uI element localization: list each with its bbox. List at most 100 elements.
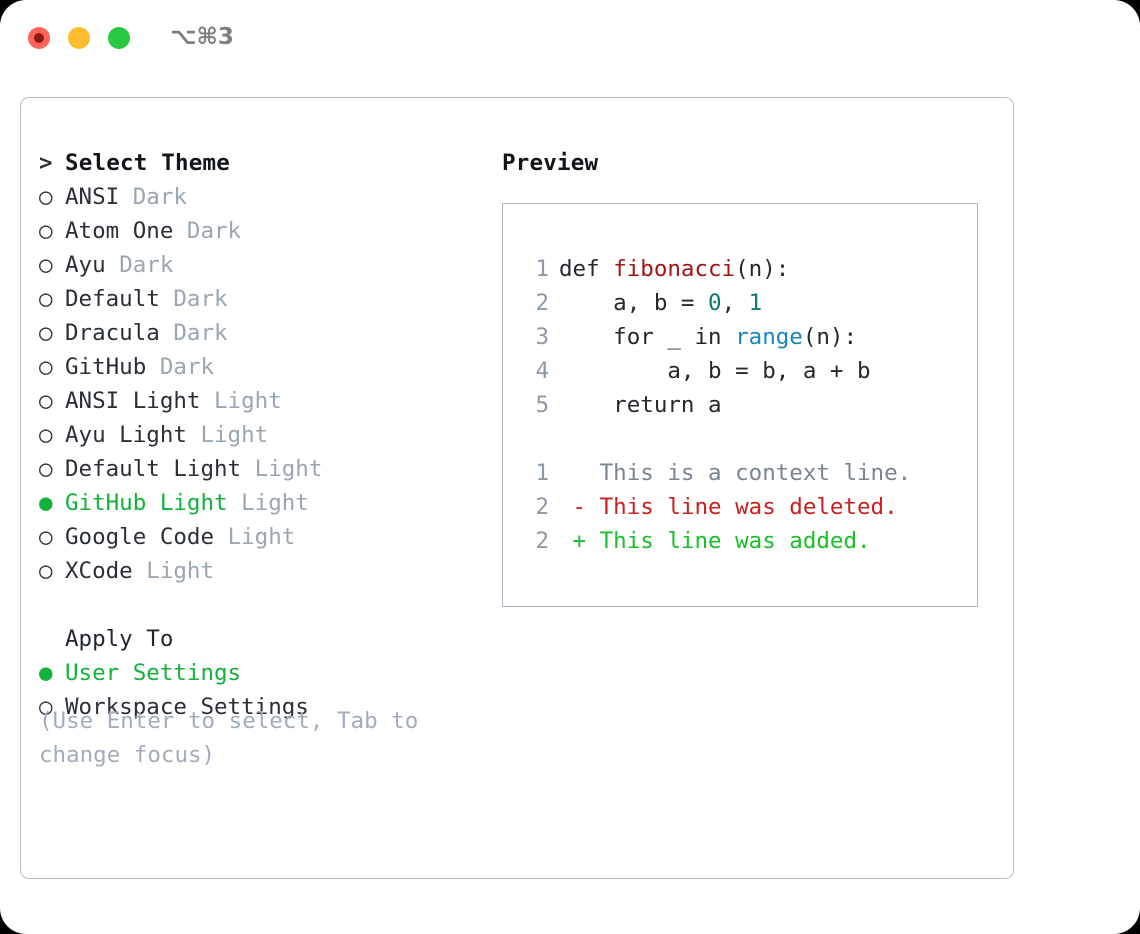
- radio-unselected-icon[interactable]: ○: [39, 422, 53, 448]
- code-line: 5 return a: [523, 388, 969, 422]
- theme-list-item[interactable]: ○ ANSI Light Light: [39, 384, 479, 418]
- code-token-ctx: This is a context line.: [559, 460, 912, 486]
- theme-list-item[interactable]: ○ ANSI Dark: [39, 180, 479, 214]
- radio-selected-icon[interactable]: ●: [39, 490, 53, 516]
- theme-variant-label: Light: [200, 422, 269, 448]
- code-line: 2 + This line was added.: [523, 524, 969, 558]
- close-button[interactable]: [28, 27, 50, 49]
- preview-title: Preview: [502, 150, 599, 176]
- code-token-plain: ,: [721, 290, 749, 316]
- maximize-button[interactable]: [108, 27, 130, 49]
- theme-variant-label: Dark: [173, 286, 228, 312]
- theme-list-item[interactable]: ○ Default Light Light: [39, 452, 479, 486]
- code-line: 2 - This line was deleted.: [523, 490, 969, 524]
- theme-name-label: GitHub: [65, 354, 160, 380]
- code-token-plain: a, b =: [559, 290, 709, 316]
- radio-selected-icon[interactable]: ●: [39, 660, 53, 686]
- content-panel: > Select Theme ○ ANSI Dark ○ Atom One Dark ○ A…: [20, 97, 1014, 879]
- theme-name-label: Default: [65, 286, 174, 312]
- theme-variant-label: Light: [214, 388, 282, 414]
- apply-to-list: ●User Settings○Workspace Settings: [39, 656, 479, 724]
- theme-list-item[interactable]: ○ GitHub Dark: [39, 350, 479, 384]
- apply-to-item[interactable]: ○Workspace Settings: [39, 690, 479, 724]
- theme-list-item[interactable]: ○ Google Code Light: [39, 520, 479, 554]
- theme-name-label: Ayu Light: [65, 422, 201, 448]
- theme-name-label: GitHub Light: [65, 490, 242, 516]
- theme-variant-label: Dark: [132, 184, 187, 210]
- theme-name-label: Ayu: [65, 252, 120, 278]
- line-number: 2: [535, 494, 549, 520]
- radio-unselected-icon[interactable]: ○: [39, 320, 53, 346]
- radio-unselected-icon[interactable]: ○: [39, 694, 53, 720]
- code-line: 3 for _ in range(n):: [523, 320, 969, 354]
- theme-list-item[interactable]: ○ Ayu Dark: [39, 248, 479, 282]
- line-number: 1: [535, 460, 549, 486]
- theme-list-item[interactable]: ○ Atom One Dark: [39, 214, 479, 248]
- radio-unselected-icon[interactable]: ○: [39, 354, 53, 380]
- code-token-plain: def: [559, 256, 614, 282]
- theme-picker-header: > Select Theme: [39, 146, 479, 180]
- radio-unselected-icon[interactable]: ○: [39, 252, 53, 278]
- code-line: 2 a, b = 0, 1: [523, 286, 969, 320]
- cursor-caret-icon: >: [39, 150, 53, 176]
- theme-variant-label: Dark: [186, 218, 242, 244]
- apply-to-header-indent: [39, 622, 65, 656]
- code-token-plain: (n):: [802, 324, 858, 350]
- theme-name-label: Google Code: [65, 524, 228, 550]
- code-token-plain: [559, 426, 573, 452]
- code-token-plain: a, b = b, a + b: [559, 358, 871, 384]
- preview-column: Preview: [502, 146, 992, 180]
- theme-name-label: ANSI: [65, 184, 133, 210]
- theme-list-item[interactable]: ○ Default Dark: [39, 282, 479, 316]
- radio-unselected-icon[interactable]: ○: [39, 286, 53, 312]
- code-line: 4 a, b = b, a + b: [523, 354, 969, 388]
- apply-to-item[interactable]: ●User Settings: [39, 656, 479, 690]
- line-number: 2: [535, 290, 549, 316]
- code-token-del: - This line was deleted.: [559, 494, 898, 520]
- minimize-button[interactable]: [68, 27, 90, 49]
- theme-name-label: ANSI Light: [65, 388, 215, 414]
- radio-unselected-icon[interactable]: ○: [39, 456, 53, 482]
- code-token-num: 1: [748, 290, 763, 316]
- theme-list-item[interactable]: ○ Ayu Light Light: [39, 418, 479, 452]
- theme-list-item[interactable]: ○ XCode Light: [39, 554, 479, 588]
- theme-name-label: XCode: [65, 558, 147, 584]
- radio-unselected-icon[interactable]: ○: [39, 388, 53, 414]
- line-number: 2: [535, 528, 549, 554]
- radio-unselected-icon[interactable]: ○: [39, 558, 53, 584]
- theme-variant-label: Light: [241, 490, 309, 516]
- radio-unselected-icon[interactable]: ○: [39, 184, 53, 210]
- theme-variant-label: Dark: [159, 354, 215, 380]
- theme-list-item[interactable]: ○ Dracula Dark: [39, 316, 479, 350]
- line-number: 5: [535, 392, 549, 418]
- theme-variant-label: Dark: [173, 320, 228, 346]
- apply-to-header: Apply To: [39, 622, 479, 656]
- keyboard-shortcut-label: ⌥⌘3: [170, 24, 234, 50]
- line-number: 1: [535, 256, 549, 282]
- theme-name-label: Default Light: [65, 456, 255, 482]
- theme-variant-label: Light: [254, 456, 323, 482]
- radio-unselected-icon[interactable]: ○: [39, 524, 53, 550]
- theme-picker-column: > Select Theme ○ ANSI Dark ○ Atom One Dark ○ A…: [39, 146, 479, 724]
- title-bar: ⌥⌘3: [0, 0, 1140, 76]
- theme-list: ○ ANSI Dark ○ Atom One Dark ○ Ayu Dark ○ Defaul…: [39, 180, 479, 588]
- theme-list-item[interactable]: ● GitHub Light Light: [39, 486, 479, 520]
- line-number: 4: [535, 358, 549, 384]
- theme-name-label: Dracula: [65, 320, 174, 346]
- theme-picker-header-label: Select Theme: [65, 150, 230, 176]
- theme-variant-label: Light: [146, 558, 215, 584]
- keyboard-hint: (Use Enter to select, Tab to change focu…: [39, 708, 419, 768]
- code-line: 1 This is a context line.: [523, 456, 969, 490]
- radio-unselected-icon[interactable]: ○: [39, 218, 53, 244]
- code-token-add: + This line was added.: [559, 528, 871, 554]
- code-line: [523, 422, 969, 456]
- theme-name-label: Atom One: [65, 218, 187, 244]
- theme-variant-label: Dark: [119, 252, 174, 278]
- apply-to-header-label: Apply To: [65, 626, 174, 652]
- theme-variant-label: Light: [227, 524, 296, 550]
- code-token-plain: return a: [559, 392, 722, 418]
